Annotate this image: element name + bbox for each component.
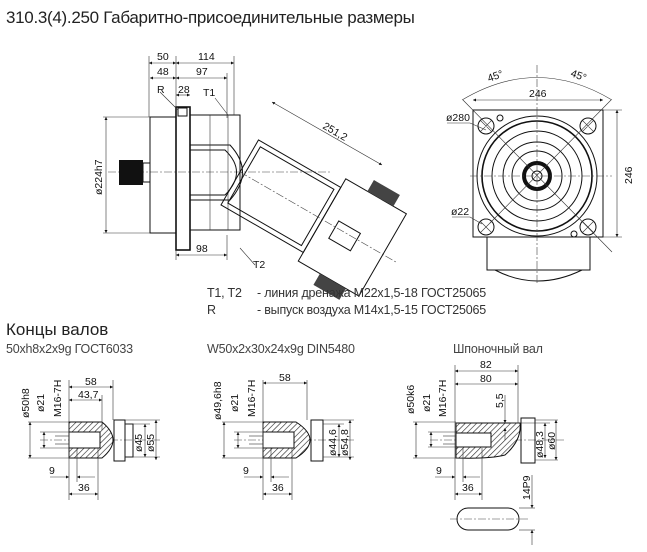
note-text: - выпуск воздуха M14x1,5-15 ГОСТ25065 — [257, 303, 487, 317]
shaft-1-title: 50xh8x2x9g ГОСТ6033 — [6, 342, 133, 356]
shaft-3-len2: 80 — [480, 373, 492, 385]
dim-pilot: ø224h7 — [93, 159, 105, 195]
shaft-spline-icon — [119, 160, 143, 185]
dim-28: 28 — [178, 84, 190, 96]
shaft-1-d-hole: ø21 — [35, 394, 47, 412]
shaft-2-len: 58 — [279, 372, 291, 384]
shaft-3-len: 82 — [480, 359, 492, 371]
dim-114: 114 — [198, 51, 215, 63]
dim-bolt-circle: ø280 — [446, 112, 470, 124]
dim-98: 98 — [196, 243, 208, 255]
shaft-3-d-inner: ø48,3 — [534, 431, 546, 458]
shaft-3-key: 14P9 — [521, 475, 533, 500]
shaft-1-depth: 9 — [49, 465, 55, 477]
bolt-hole-icon — [477, 114, 597, 238]
angle-left: 45° — [486, 68, 505, 85]
note-drain: T1, T2 - линия дренажа M22x1,5-18 ГОСТ250… — [207, 286, 486, 300]
shaft-3-thread-len: 36 — [462, 482, 474, 494]
shaft-end-1: ø50h8 ø21 M16-7H 58 43,7 ø45 ø55 9 36 — [20, 376, 160, 500]
shaft-2-d-shaft: ø49,6h8 — [212, 381, 224, 420]
shaft-3-d-hole: ø21 — [421, 394, 433, 412]
shaft-2-d-hole: ø21 — [229, 394, 241, 412]
shaft-1-thread: M16-7H — [52, 380, 64, 417]
shaft-1-d-outer: ø55 — [145, 434, 157, 452]
shaft-1-len2: 43,7 — [78, 389, 99, 401]
front-view: 246 246 ø280 ø22 45° 45° — [446, 65, 635, 285]
angle-right: 45° — [569, 68, 588, 85]
shaft-2-d-outer: ø54,8 — [339, 429, 351, 456]
label-t1: T1 — [203, 87, 215, 99]
note-text: - линия дренажа M22x1,5-18 ГОСТ25065 — [257, 286, 486, 300]
dim-48: 48 — [157, 66, 169, 78]
shaft-3-d-shaft: ø50k6 — [405, 385, 417, 414]
note-code: T1, T2 — [207, 286, 242, 300]
shaft-1-len: 58 — [85, 376, 97, 388]
shaft-1-d-shaft: ø50h8 — [20, 388, 32, 418]
shaft-end-3: ø50k6 ø21 M16-7H 82 80 5,5 ø48,3 ø60 9 3… — [405, 359, 565, 545]
shaft-2-depth: 9 — [243, 465, 249, 477]
page-title: 310.3(4).250 Габаритно-присоединительные… — [6, 8, 415, 27]
shaft-2-title: W50x2x30x24x9g DIN5480 — [207, 342, 355, 356]
note-air: R - выпуск воздуха M14x1,5-15 ГОСТ25065 — [207, 303, 486, 317]
shaft-3-key-depth: 5,5 — [494, 393, 506, 408]
label-r: R — [157, 84, 165, 96]
shaft-2-thread-len: 36 — [272, 482, 284, 494]
shaft-end-2: ø49,6h8 ø21 M16-7H 58 ø44,6 ø54,8 9 36 — [212, 372, 354, 500]
shaft-1-thread-len: 36 — [78, 482, 90, 494]
shaft-3-depth: 9 — [436, 465, 442, 477]
dim-width: 246 — [529, 88, 547, 100]
dim-251: 251,2 — [321, 120, 350, 144]
note-code: R — [207, 303, 216, 317]
dim-50: 50 — [157, 51, 169, 63]
section-heading: Концы валов — [6, 320, 109, 339]
label-t2: T2 — [253, 259, 265, 271]
shaft-3-title: Шпоночный вал — [453, 342, 543, 356]
side-view: 50 114 48 97 28 98 R T1 T2 251,2 ø224h7 — [93, 51, 408, 300]
shaft-2-d-inner: ø44,6 — [327, 429, 339, 456]
dim-height: 246 — [623, 166, 635, 184]
shaft-1-d-inner: ø45 — [133, 434, 145, 452]
shaft-3-d-outer: ø60 — [546, 432, 558, 450]
shaft-3-thread: M16-7H — [437, 380, 449, 417]
dim-hole: ø22 — [451, 206, 469, 218]
shaft-2-thread: M16-7H — [246, 380, 258, 417]
dim-97: 97 — [196, 66, 208, 78]
